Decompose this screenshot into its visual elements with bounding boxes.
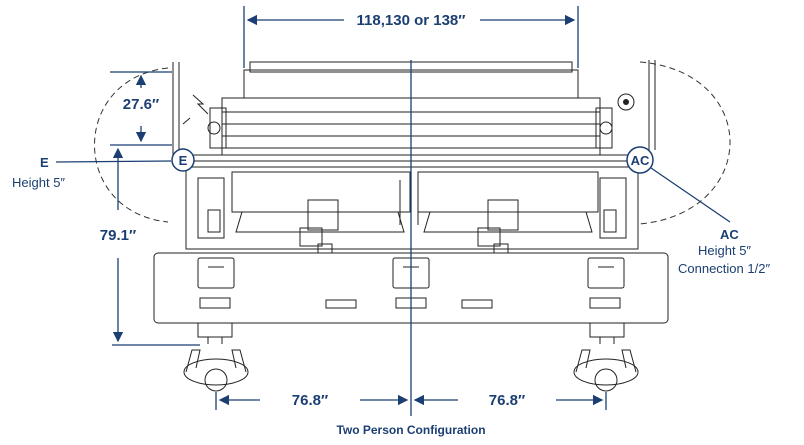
ac-marker: AC: [631, 153, 650, 168]
right-clearance-arc: [639, 61, 731, 225]
top-width-dimension: 118,130 or 138″: [243, 6, 579, 68]
right-operator-icon: [573, 349, 639, 392]
bottom-span-dimension: 76.8″ 76.8″: [215, 392, 607, 410]
e-marker: E: [179, 153, 188, 168]
left-operator-icon: [183, 349, 249, 392]
e-detail: Height 5″: [12, 175, 65, 190]
upper-gantry: [182, 61, 635, 159]
e-callout: E E Height 5″: [12, 148, 195, 190]
overall-height-label: 79.1″: [100, 227, 136, 244]
right-span-label: 76.8″: [489, 392, 525, 409]
right-post: [648, 60, 656, 150]
ac-height: Height 5″: [698, 243, 751, 258]
upper-height-label: 27.6″: [123, 96, 159, 113]
ac-title: AC: [720, 227, 739, 242]
top-width-label: 118,130 or 138″: [357, 12, 466, 29]
lightning-icon: [192, 94, 209, 115]
overall-height-dimension: 79.1″: [100, 147, 200, 346]
diagram-caption: Two Person Configuration: [336, 423, 485, 437]
left-post: [172, 62, 180, 155]
left-span-label: 76.8″: [292, 392, 328, 409]
mid-carriage: [185, 166, 639, 265]
upper-height-dimension: 27.6″: [110, 71, 172, 146]
ac-callout: AC AC Height 5″ Connection 1/2″: [626, 146, 770, 276]
ac-connection: Connection 1/2″: [678, 261, 770, 276]
left-clearance-arc: [94, 67, 169, 223]
e-title: E: [40, 155, 49, 170]
